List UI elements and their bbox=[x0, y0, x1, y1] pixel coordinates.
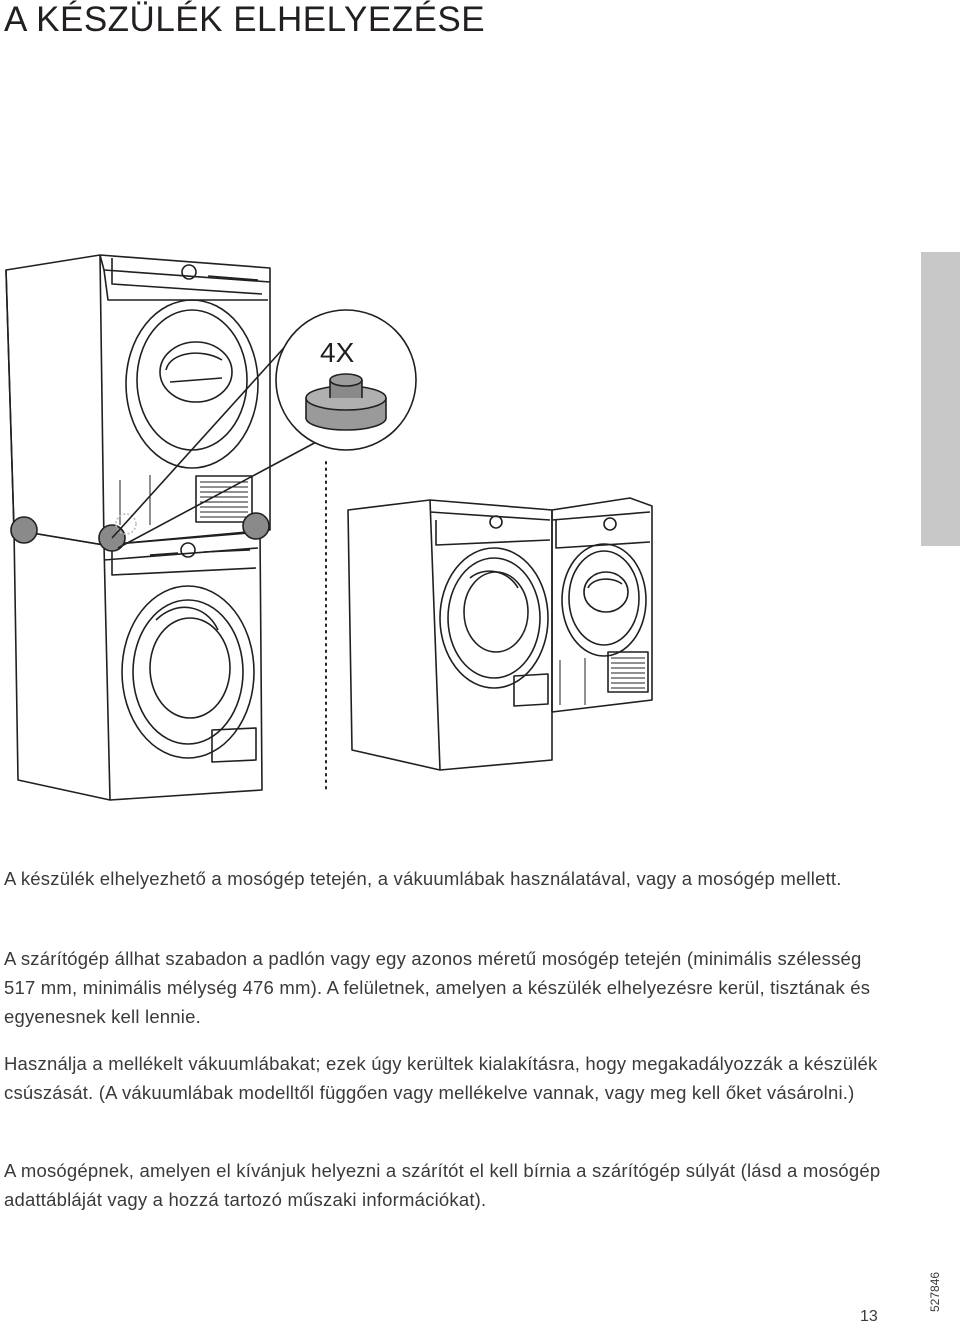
paragraph-vacuum-feet: Használja a mellékelt vákuumlábakat; eze… bbox=[4, 1053, 878, 1103]
side-by-side-appliances bbox=[347, 497, 653, 771]
paragraph-dimensions: A szárítógép állhat szabadon a padlón va… bbox=[4, 948, 871, 1027]
appliance-placement-illustration: 4X bbox=[5, 254, 653, 801]
page-title: A KÉSZÜLÉK ELHELYEZÉSE bbox=[4, 0, 486, 39]
paragraph-weight: A mosógépnek, amelyen el kívánjuk helyez… bbox=[4, 1160, 881, 1210]
vacuum-foot-icon bbox=[305, 373, 387, 431]
stacked-appliances bbox=[5, 254, 271, 801]
document-code: 527846 bbox=[928, 1271, 942, 1312]
page-number: 13 bbox=[860, 1308, 878, 1325]
callout-label: 4X bbox=[320, 337, 355, 368]
section-side-tab bbox=[921, 252, 960, 546]
vacuum-foot-callout bbox=[275, 309, 417, 451]
paragraph-placement: A készülék elhelyezhető a mosógép tetejé… bbox=[4, 868, 842, 889]
